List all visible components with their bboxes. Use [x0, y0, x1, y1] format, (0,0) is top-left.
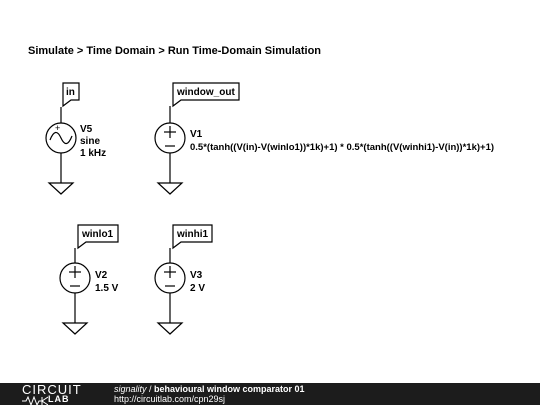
net-label-winhi1-text: winhi1: [176, 229, 209, 240]
net-label-window-out-text: window_out: [176, 87, 235, 98]
breadcrumb-separator: >: [73, 45, 87, 57]
v1-name-label: V1: [190, 129, 203, 140]
v5-name-label: V5: [80, 124, 93, 135]
v2-value-label: 1.5 V: [95, 283, 119, 294]
v5-frequency-label: 1 kHz: [80, 148, 106, 159]
breadcrumb-run-simulation[interactable]: Run Time-Domain Simulation: [167, 45, 322, 57]
source-v2[interactable]: winlo1 V2 1.5 V: [59, 224, 119, 335]
resistor-icon: [22, 396, 48, 406]
net-label-winhi1[interactable]: winhi1: [172, 224, 213, 250]
footer-info: signality / behavioural window comparato…: [114, 384, 305, 404]
ground-icon: [47, 182, 75, 195]
circuit-url[interactable]: http://circuitlab.com/cpn29sj: [114, 394, 226, 404]
schematic-canvas[interactable]: in + V5 sine 1 kHz window_out V1 0.5*(ta…: [0, 0, 540, 383]
author-name[interactable]: signality: [114, 384, 147, 394]
ground-icon: [156, 322, 184, 335]
net-label-in[interactable]: in: [62, 82, 80, 108]
v2-name-label: V2: [95, 270, 108, 281]
plus-sign-icon: +: [55, 123, 60, 133]
logo-text-top: CIRCUIT: [22, 382, 82, 397]
ground-icon: [156, 182, 184, 195]
net-label-window-out[interactable]: window_out: [172, 82, 240, 108]
ground-icon: [61, 322, 89, 335]
circuitlab-logo[interactable]: CIRCUIT LAB: [22, 382, 94, 406]
v3-name-label: V3: [190, 270, 203, 281]
breadcrumb: Simulate > Time Domain > Run Time-Domain…: [28, 45, 321, 57]
net-label-winlo1[interactable]: winlo1: [77, 224, 119, 250]
sine-wave-icon: [49, 131, 73, 145]
footer-separator: /: [146, 384, 155, 394]
v5-type-label: sine: [80, 136, 100, 147]
v1-expression-label: 0.5*(tanh((V(in)-V(winlo1))*1k)+1) * 0.5…: [190, 142, 494, 153]
breadcrumb-separator: >: [155, 45, 168, 57]
logo-text-bottom: LAB: [48, 394, 70, 404]
net-label-in-text: in: [66, 87, 75, 98]
v3-value-label: 2 V: [190, 283, 205, 294]
source-v5[interactable]: in + V5 sine 1 kHz: [45, 82, 106, 195]
circuit-title[interactable]: behavioural window comparator 01: [154, 384, 305, 394]
source-v1[interactable]: window_out V1 0.5*(tanh((V(in)-V(winlo1)…: [154, 82, 494, 195]
source-v3[interactable]: winhi1 V3 2 V: [154, 224, 213, 335]
footer-bar: CIRCUIT LAB signality / behavioural wind…: [0, 382, 540, 406]
breadcrumb-simulate[interactable]: Simulate: [28, 45, 74, 57]
net-label-winlo1-text: winlo1: [81, 229, 114, 240]
breadcrumb-time-domain[interactable]: Time Domain: [86, 45, 156, 57]
